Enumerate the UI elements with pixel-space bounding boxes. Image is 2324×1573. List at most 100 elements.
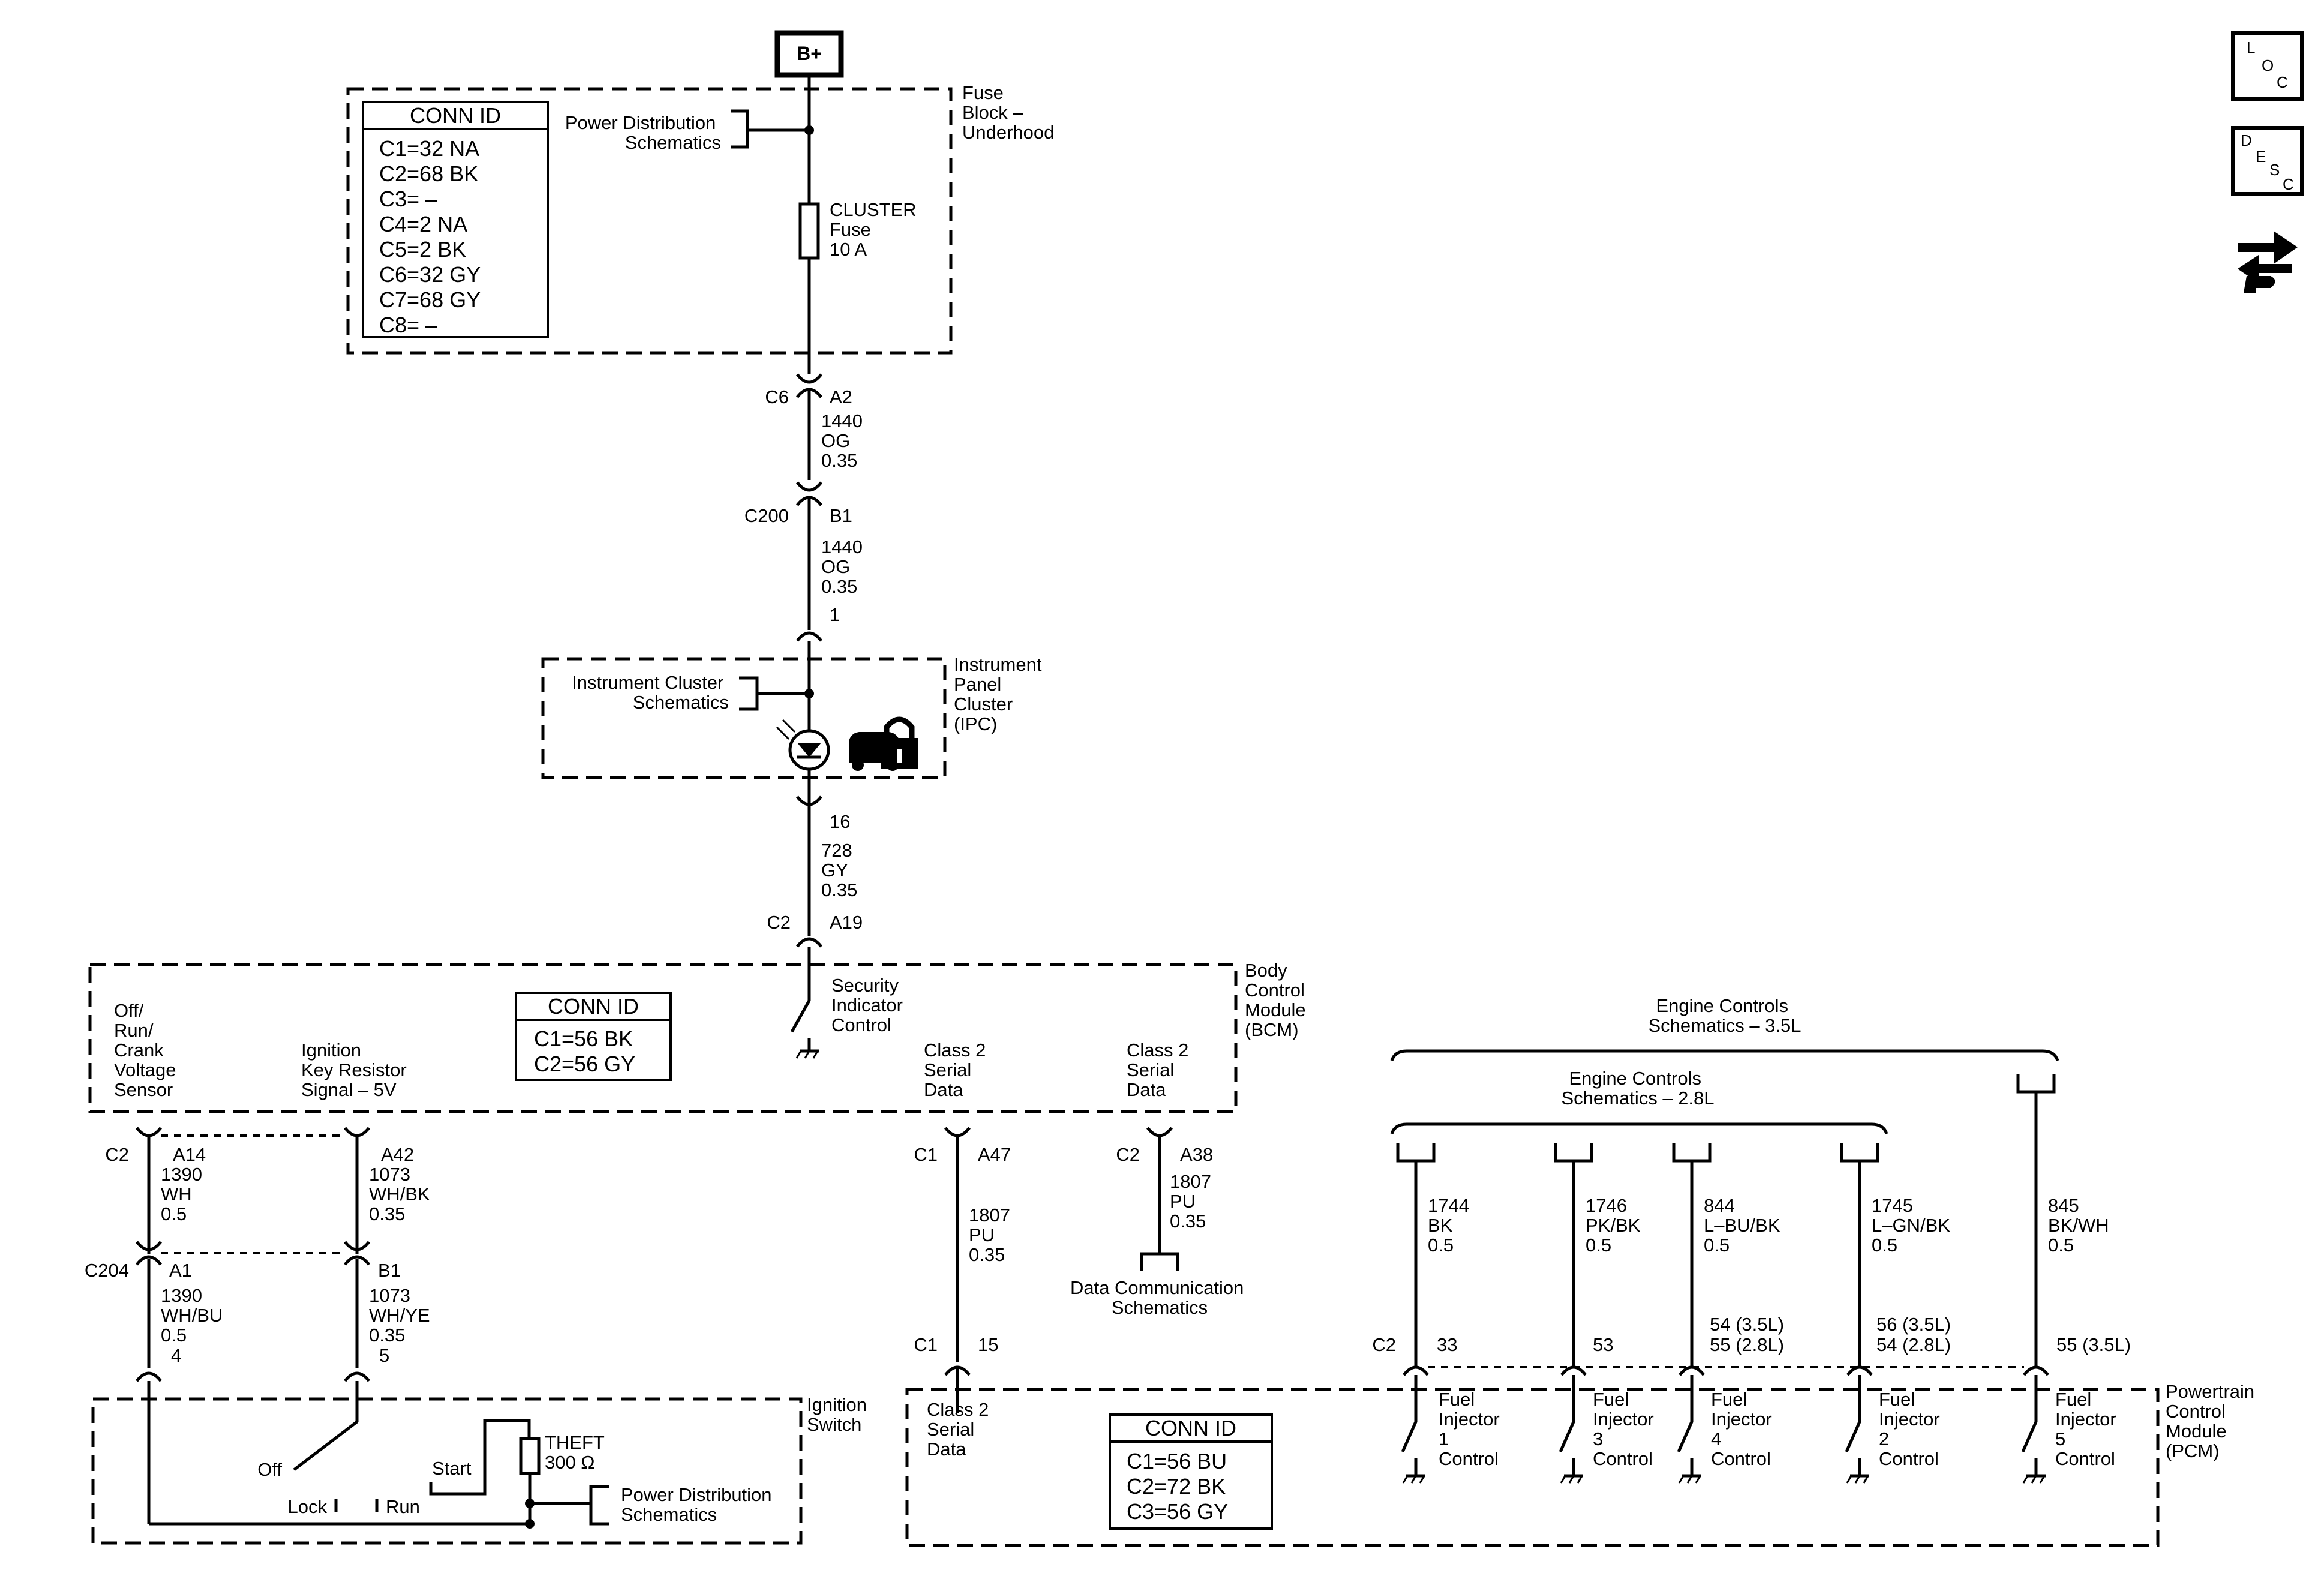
svg-text:B1: B1 [830, 505, 852, 526]
ignition-key-resistor: Ignition Key Resistor Signal – 5V [301, 1040, 412, 1100]
ipc-name: Instrument Panel Cluster (IPC) [954, 654, 1047, 734]
pin-844: 54 (3.5L) 55 (2.8L) [1710, 1314, 1789, 1355]
class2-serial-data-b: Class 2 Serial Data [1127, 1040, 1194, 1100]
svg-text:C2: C2 [105, 1144, 129, 1165]
fuse-block-underhood: Fuse Block – Underhood Power Distributio… [346, 82, 1054, 355]
svg-text:CONN ID: CONN ID [1145, 1416, 1236, 1440]
svg-text:A38: A38 [1180, 1144, 1213, 1165]
conn-id-title: CONN ID [410, 103, 501, 128]
wire-1807-pu-2: 1807 PU 0.35 [1170, 1171, 1217, 1232]
pcm-name: Powertrain Control Module (PCM) [2166, 1381, 2260, 1461]
data-comm-ref: Data Communication Schematics [1070, 1277, 1249, 1318]
svg-text:Lock: Lock [288, 1496, 328, 1517]
theft-resistor [519, 1437, 541, 1475]
connector-c2-a19: C2 A19 [767, 912, 863, 948]
wire-844-lbubk: 844 L–BU/BK 0.5 [1704, 1195, 1785, 1256]
class2-serial-data-a: Class 2 Serial Data [924, 1040, 991, 1100]
connector-c6: C6 A2 [765, 354, 852, 407]
left-wiring: C2 A14 A42 1390 WH 0.5 1073 WH/BK 0.35 C… [85, 1127, 435, 1382]
class2-wiring: C1 A47 1807 PU 0.35 C1 15 [914, 1127, 1011, 1413]
svg-text:Off: Off [257, 1459, 282, 1480]
wire-1390-whbu: 1390 WH/BU 0.5 [161, 1285, 228, 1346]
svg-text:55 (3.5L): 55 (3.5L) [2056, 1334, 2131, 1355]
svg-text:Start: Start [432, 1458, 472, 1479]
power-source-label: B+ [797, 43, 822, 64]
body-control-module: Body Control Module (BCM) CONN ID C1=56 … [88, 947, 1311, 1113]
svg-text:C204: C204 [85, 1260, 129, 1281]
ignition-switch-outline [91, 1397, 803, 1545]
fuse-block-outline [346, 87, 953, 355]
svg-text:A19: A19 [830, 912, 863, 933]
security-switch [790, 999, 811, 1033]
bcm-name: Body Control Module (BCM) [1245, 960, 1311, 1040]
ipc-ref: Instrument Cluster Schematics [572, 672, 729, 713]
wire-1744-bk: 1744 BK 0.5 [1428, 1195, 1475, 1256]
svg-text:Run: Run [386, 1496, 420, 1517]
svg-text:A42: A42 [381, 1144, 414, 1165]
ipc-connector-out [796, 795, 822, 806]
off-run-crank-sensor: Off/ Run/ Crank Voltage Sensor [114, 1000, 181, 1100]
svg-text:L: L [2247, 38, 2255, 56]
svg-text:S: S [2269, 161, 2280, 179]
svg-text:CONN ID: CONN ID [548, 994, 639, 1019]
wire-1440-og-2: 1440 OG 0.35 [821, 536, 868, 597]
pcm-conn-items: C1=56 BU C2=72 BK C3=56 GY [1127, 1449, 1233, 1524]
svg-text:C2: C2 [1116, 1144, 1140, 1165]
security-indicator-control: Security Indicator Control [831, 975, 908, 1035]
power-source: B+ [774, 30, 844, 78]
wire-1745-lgnbk: 1745 L–GN/BK 0.5 [1872, 1195, 1956, 1256]
ref-bracket [731, 109, 749, 149]
engine-controls-28-ref: Engine Controls Schematics – 2.8L [1561, 1068, 1714, 1109]
svg-text:4: 4 [171, 1345, 181, 1366]
svg-text:A1: A1 [169, 1260, 192, 1281]
loc-icon[interactable]: L O C [2231, 31, 2304, 101]
svg-text:C1: C1 [914, 1144, 938, 1165]
wire-1073-whbk: 1073 WH/BK 0.35 [369, 1164, 435, 1224]
powertrain-control-module: Powertrain Control Module (PCM) Class 2 … [905, 1375, 2260, 1547]
desc-icon[interactable]: D E S C [2231, 126, 2304, 196]
bcm-conn-id-table [515, 992, 672, 1081]
wire-728-gy: 728 GY 0.35 [821, 840, 857, 900]
engine-controls-35-ref: Engine Controls Schematics – 3.5L [1648, 995, 1801, 1036]
wire-1073-whye: 1073 WH/YE 0.35 [369, 1285, 435, 1346]
pcm-conn-id-table [1109, 1413, 1273, 1530]
svg-text:15: 15 [978, 1334, 998, 1355]
conn-id-items: C1=32 NA C2=68 BK C3= – C4=2 NA C5=2 BK … [379, 136, 486, 337]
svg-text:C: C [2277, 73, 2288, 91]
svg-text:A47: A47 [978, 1144, 1011, 1165]
svg-text:53: 53 [1593, 1334, 1613, 1355]
svg-text:D: D [2241, 131, 2252, 149]
svg-text:A2: A2 [830, 386, 852, 407]
svg-text:C1: C1 [914, 1334, 938, 1355]
wire-845-bkwh: 845 BK/WH 0.5 [2048, 1195, 2114, 1256]
navigation-arrows-icon[interactable] [2238, 231, 2298, 293]
engine-controls: Engine Controls Schematics – 3.5L Engine… [1372, 995, 2131, 1376]
security-lock-icon [849, 716, 918, 771]
connector-c200: C200 B1 [744, 481, 852, 526]
fuse-block-ref: Power Distribution Schematics [565, 112, 721, 153]
ipc-pin-16: 16 [830, 811, 850, 832]
ignition-switch: Ignition Switch Off Lock Run Start THEFT… [91, 1381, 867, 1545]
svg-text:C: C [2283, 175, 2294, 193]
ipc-pin-1: 1 [830, 604, 840, 625]
ipc-outline [541, 657, 947, 779]
svg-text:5: 5 [379, 1345, 389, 1366]
pin-1745: 56 (3.5L) 54 (2.8L) [1876, 1314, 1956, 1355]
pcm-class2-serial-data: Class 2 Serial Data [927, 1399, 994, 1460]
wire-1440-og: 1440 OG 0.35 [821, 410, 868, 471]
ignition-switch-contact [293, 1421, 358, 1471]
svg-text:33: 33 [1437, 1334, 1457, 1355]
svg-text:O: O [2262, 56, 2274, 74]
svg-text:A14: A14 [173, 1144, 206, 1165]
power-distribution-ref: Power Distribution Schematics [621, 1484, 777, 1525]
svg-text:E: E [2256, 148, 2266, 166]
svg-text:C2: C2 [1372, 1334, 1396, 1355]
svg-text:C200: C200 [744, 505, 789, 526]
